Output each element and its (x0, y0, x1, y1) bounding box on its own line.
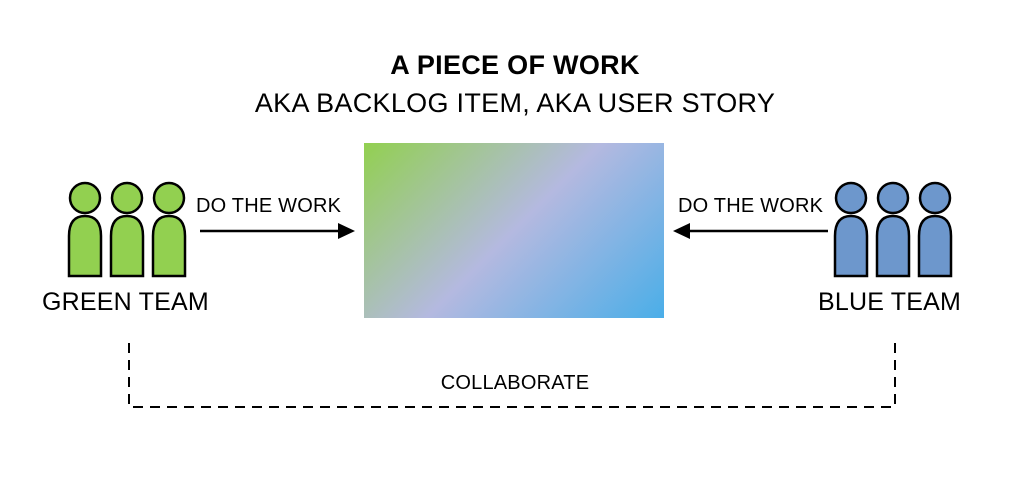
green-team-people-icon (67, 181, 187, 278)
blue-team-label: BLUE TEAM (818, 288, 962, 316)
collaborate-label: COLLABORATE (440, 372, 590, 394)
diagram-title: A PIECE OF WORK (390, 50, 640, 80)
green-team-label: GREEN TEAM (42, 288, 209, 316)
work-item-box (364, 143, 664, 318)
blue-action-label: DO THE WORK (678, 195, 824, 217)
arrow-right-icon (200, 223, 355, 239)
arrow-left-icon (673, 223, 828, 239)
blue-team-people-icon (833, 181, 953, 278)
diagram-subtitle: AKA BACKLOG ITEM, AKA USER STORY (254, 88, 776, 118)
green-action-label: DO THE WORK (196, 195, 342, 217)
